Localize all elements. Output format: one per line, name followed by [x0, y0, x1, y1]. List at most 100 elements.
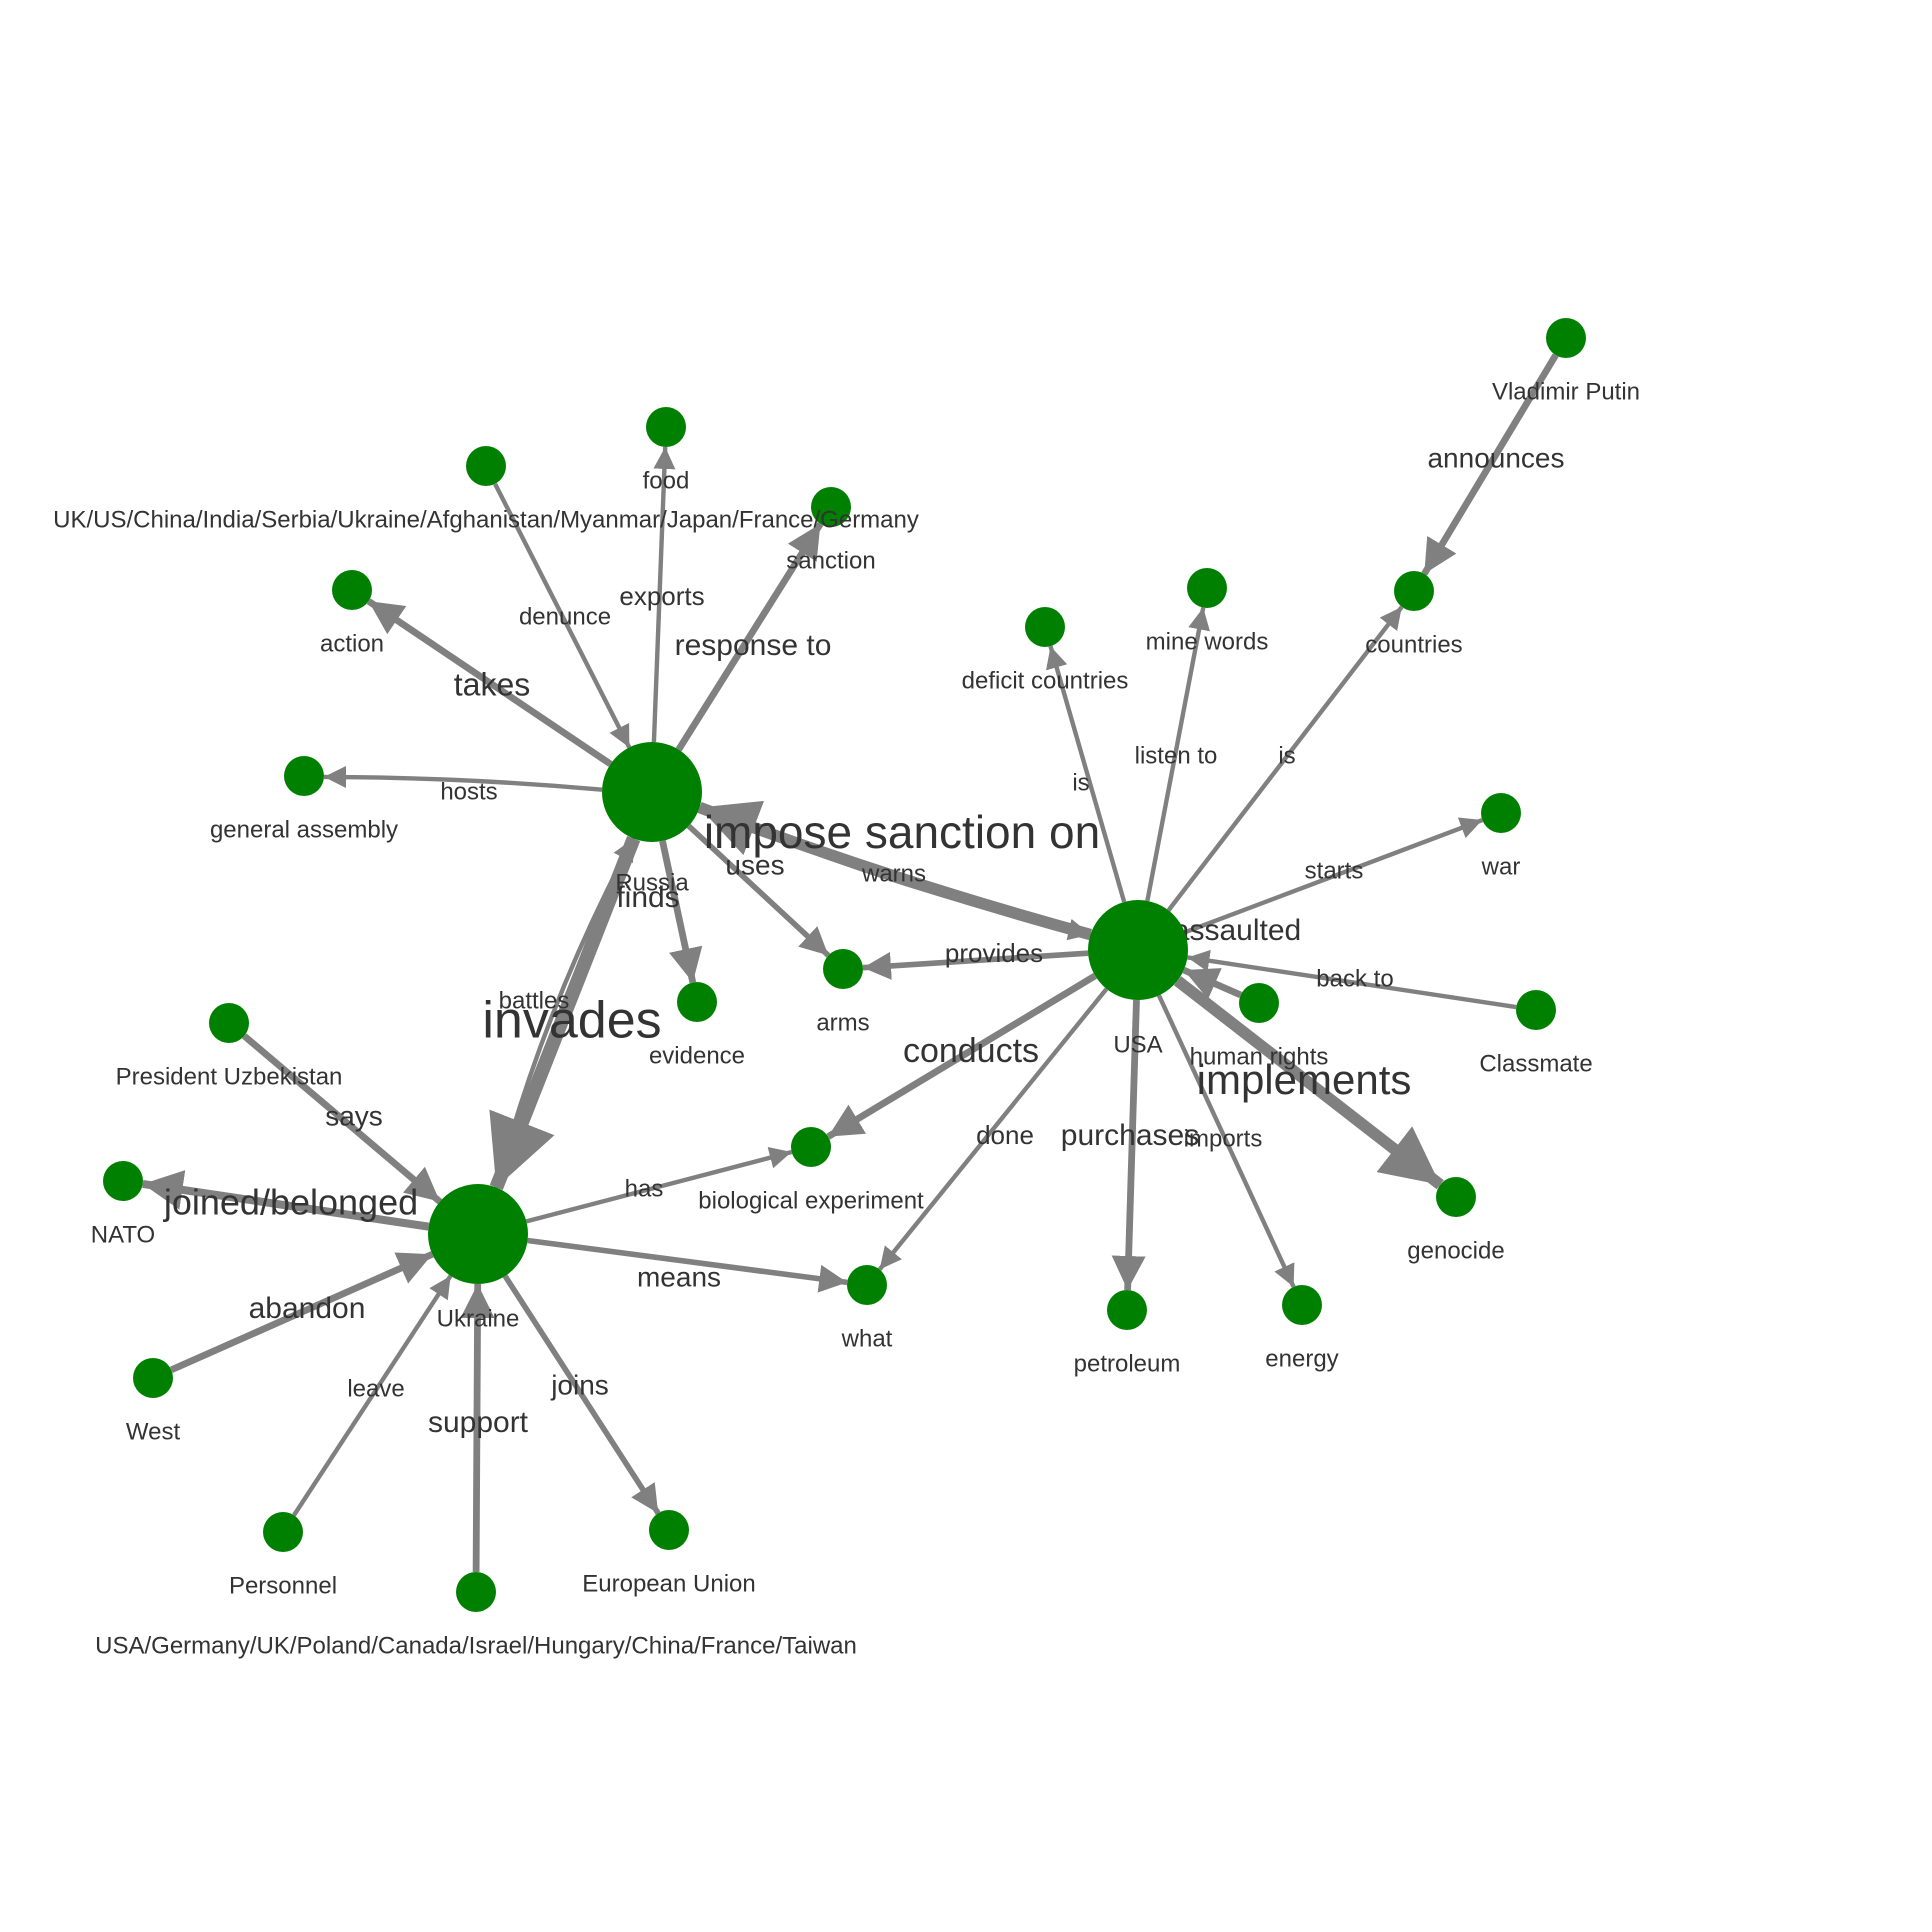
node-european_union[interactable]: [649, 1510, 689, 1550]
node-label-countries: countries: [1365, 631, 1462, 658]
node-label-personnel: Personnel: [229, 1572, 337, 1599]
edge-usa-mine_words: [1145, 607, 1210, 902]
edge-label-russia-food: exports: [619, 581, 704, 611]
node-label-food: food: [643, 467, 690, 494]
edge-usa-petroleum: [1111, 999, 1146, 1291]
node-label-european_union: European Union: [582, 1570, 755, 1597]
edge-russia-usa: [698, 805, 1091, 941]
node-label-vladimir_putin: Vladimir Putin: [1492, 378, 1640, 405]
edge-classmate-usa: [1187, 949, 1517, 1010]
edge-label-west-ukraine: abandon: [249, 1292, 366, 1325]
edge-label-classmate-usa: back to: [1316, 965, 1393, 992]
edge-labels-layer: announces exports denunce response to takes h…: [163, 442, 1565, 1439]
edge-russia-action: [366, 598, 613, 767]
node-label-mine_words: mine words: [1146, 628, 1269, 655]
edge-label-usa-genocide: implements: [1197, 1056, 1412, 1103]
edge-label-supporters-ukraine: support: [428, 1406, 529, 1439]
edge-ukraine-biological_experiment: [525, 1146, 793, 1224]
edge-label-human_rights-usa: assaulted: [1173, 914, 1301, 947]
edge-label-russia-action: takes: [454, 666, 530, 702]
edge-russia-ukraine: [489, 835, 641, 1191]
edge-label-usa-deficit_countries: is: [1072, 769, 1089, 796]
edge-usa-what: [877, 987, 1109, 1271]
edge-usa-energy: [1156, 994, 1296, 1288]
node-label-sanction: sanction: [786, 547, 875, 574]
node-mine_words[interactable]: [1187, 568, 1227, 608]
node-petroleum[interactable]: [1107, 1290, 1147, 1330]
edge-supporters-ukraine: [460, 1283, 495, 1573]
node-label-action: action: [320, 630, 384, 657]
node-biological_experiment[interactable]: [791, 1127, 831, 1167]
edge-label-russia-usa: warns: [861, 860, 926, 887]
node-human_rights[interactable]: [1239, 983, 1279, 1023]
node-vladimir_putin[interactable]: [1546, 318, 1586, 358]
node-label-deficit_countries: deficit countries: [962, 667, 1129, 694]
node-evidence[interactable]: [677, 982, 717, 1022]
node-genocide[interactable]: [1436, 1177, 1476, 1217]
node-label-general_assembly: general assembly: [210, 816, 398, 843]
edge-russia-arms: [686, 823, 831, 958]
node-deficit_countries[interactable]: [1025, 607, 1065, 647]
edge-ukraine-russia: [494, 837, 636, 1189]
node-label-classmate: Classmate: [1479, 1050, 1592, 1077]
edge-ukraine-nato: [142, 1170, 430, 1231]
edge-label-usa-war: starts: [1305, 857, 1364, 884]
edge-usa-war: [1184, 817, 1484, 935]
node-multi_countries[interactable]: [466, 446, 506, 486]
edge-personnel-ukraine: [292, 1274, 453, 1517]
node-label-human_rights: human rights: [1190, 1043, 1329, 1070]
node-label-usa: USA: [1113, 1031, 1162, 1058]
edge-label-usa-mine_words: listen to: [1135, 742, 1218, 769]
node-supporters[interactable]: [456, 1572, 496, 1612]
node-west[interactable]: [133, 1358, 173, 1398]
node-general_assembly[interactable]: [284, 756, 324, 796]
node-classmate[interactable]: [1516, 990, 1556, 1030]
edge-label-personnel-ukraine: leave: [347, 1375, 404, 1402]
edge-usa-arms: [862, 950, 1089, 980]
node-sanction[interactable]: [811, 487, 851, 527]
edge-label-usa-biological_experiment: conducts: [903, 1032, 1039, 1070]
node-label-arms: arms: [816, 1009, 869, 1036]
edge-ukraine-what: [527, 1237, 848, 1293]
edge-label-ukraine-nato: joined/belonged: [163, 1182, 418, 1223]
node-action[interactable]: [332, 570, 372, 610]
node-nato[interactable]: [103, 1161, 143, 1201]
node-president_uzbekistan[interactable]: [209, 1003, 249, 1043]
edge-label-usa-countries: is: [1278, 742, 1295, 769]
node-label-genocide: genocide: [1407, 1237, 1504, 1264]
node-label-ukraine: Ukraine: [437, 1305, 520, 1332]
node-personnel[interactable]: [263, 1512, 303, 1552]
node-label-biological_experiment: biological experiment: [698, 1187, 924, 1214]
node-label-west: West: [126, 1418, 181, 1445]
node-ukraine[interactable]: [428, 1184, 528, 1284]
edge-label-usa-petroleum: purchases: [1061, 1119, 1199, 1152]
node-countries[interactable]: [1394, 571, 1434, 611]
edge-label-vladimir_putin-countries: announces: [1427, 442, 1564, 473]
edge-russia-evidence: [659, 840, 703, 984]
node-russia[interactable]: [602, 742, 702, 842]
edge-label-usa-russia: impose sanction on: [704, 806, 1100, 858]
node-what[interactable]: [847, 1265, 887, 1305]
edge-label-president_uzbekistan-ukraine: says: [325, 1100, 383, 1131]
edge-label-russia-sanction: response to: [675, 629, 832, 662]
node-usa[interactable]: [1088, 900, 1188, 1000]
node-label-nato: NATO: [91, 1221, 155, 1248]
nodes-layer: [103, 318, 1586, 1612]
edge-human_rights-usa: [1182, 966, 1243, 1000]
edge-label-usa-what: done: [976, 1120, 1034, 1150]
node-war[interactable]: [1481, 793, 1521, 833]
edge-label-russia-arms: uses: [725, 849, 784, 880]
edge-label-russia-general_assembly: hosts: [440, 778, 497, 805]
edge-label-multi_countries-russia: denunce: [519, 603, 611, 630]
node-label-energy: energy: [1265, 1345, 1338, 1372]
edge-usa-genocide: [1173, 976, 1444, 1190]
edge-multi_countries-russia: [493, 482, 632, 749]
node-arms[interactable]: [823, 949, 863, 989]
node-energy[interactable]: [1282, 1285, 1322, 1325]
node-label-petroleum: petroleum: [1074, 1350, 1181, 1377]
edge-label-usa-energy: imports: [1184, 1125, 1263, 1152]
node-food[interactable]: [646, 407, 686, 447]
node-label-supporters: USA/Germany/UK/Poland/Canada/Israel/Hung…: [95, 1632, 857, 1659]
